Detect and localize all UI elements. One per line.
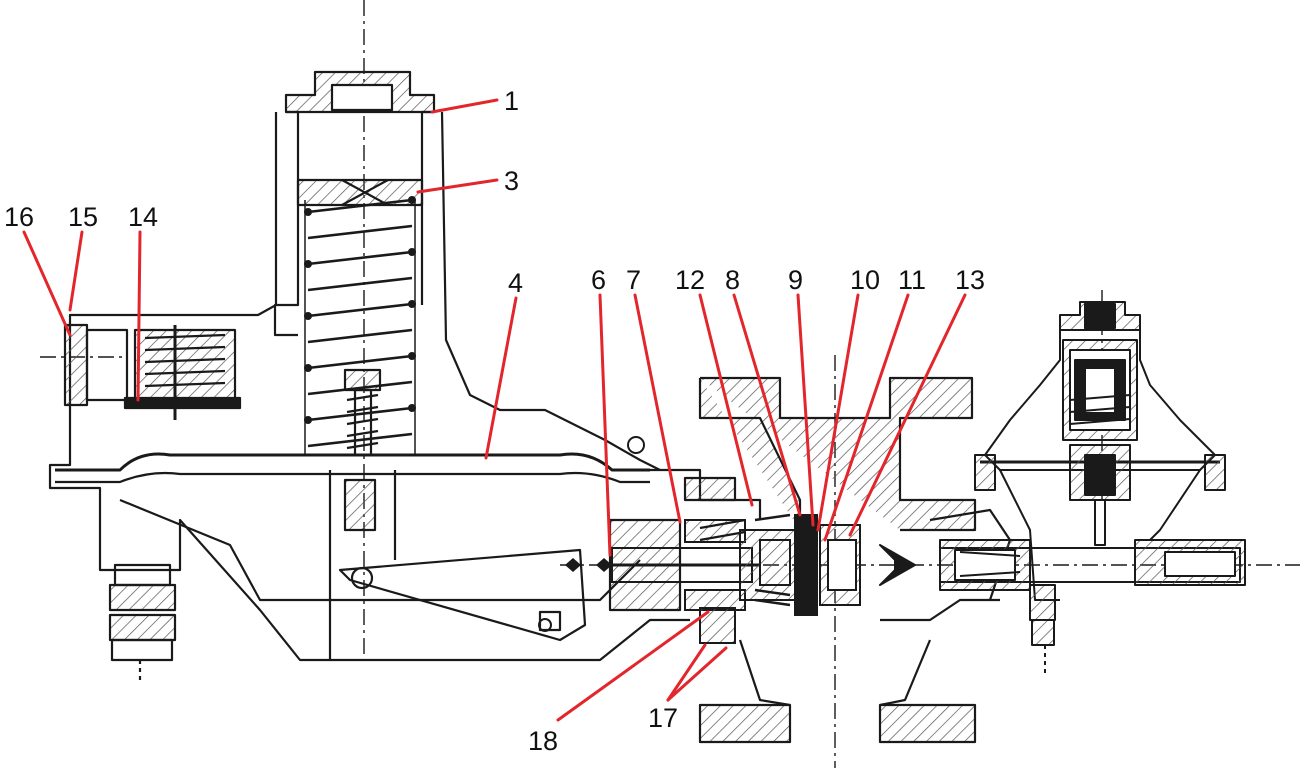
leader-16 — [22, 230, 72, 337]
callout-15: 15 — [68, 202, 98, 232]
callout-4: 4 — [508, 268, 523, 298]
callout-1: 1 — [504, 86, 519, 116]
stem-end-markers — [538, 436, 645, 632]
spring-coil-dots — [304, 196, 416, 424]
shutoff-device — [879, 301, 1246, 675]
pilot-spring — [959, 394, 1131, 577]
leader-1 — [430, 98, 499, 114]
leader-11 — [823, 293, 910, 542]
leader-17a — [666, 643, 707, 702]
callout-18: 18 — [528, 726, 558, 756]
valve-spring — [699, 513, 791, 607]
leader-lines — [22, 98, 967, 722]
callout-11: 11 — [898, 265, 926, 295]
leader-8 — [732, 293, 802, 517]
leader-12 — [698, 293, 754, 507]
leader-13 — [848, 293, 967, 537]
callout-labels: 1 3 4 6 7 8 9 10 11 12 13 14 15 16 17 18 — [4, 86, 985, 756]
callout-8: 8 — [725, 265, 740, 295]
stem-spring — [346, 393, 379, 450]
callout-6: 6 — [591, 265, 606, 295]
leader-14 — [136, 230, 142, 402]
leader-4 — [484, 296, 518, 460]
leader-15 — [68, 230, 84, 312]
leader-6 — [598, 293, 612, 557]
callout-12: 12 — [675, 265, 705, 295]
callout-13: 13 — [955, 265, 985, 295]
leader-7 — [633, 293, 682, 524]
valve-stem-assembly — [600, 514, 861, 644]
callout-14: 14 — [128, 202, 158, 232]
callout-10: 10 — [850, 265, 880, 295]
callout-9: 9 — [788, 265, 803, 295]
leader-10 — [816, 293, 860, 532]
callout-3: 3 — [504, 166, 519, 196]
leader-9 — [796, 293, 815, 527]
callout-17: 17 — [648, 703, 678, 733]
regulator-body — [48, 70, 690, 680]
leader-17b — [666, 646, 728, 702]
callout-16: 16 — [4, 202, 34, 232]
callout-7: 7 — [626, 265, 641, 295]
leader-3 — [416, 178, 499, 194]
leader-18 — [556, 610, 710, 722]
main-spring — [304, 198, 416, 455]
relief-spring — [144, 325, 226, 420]
